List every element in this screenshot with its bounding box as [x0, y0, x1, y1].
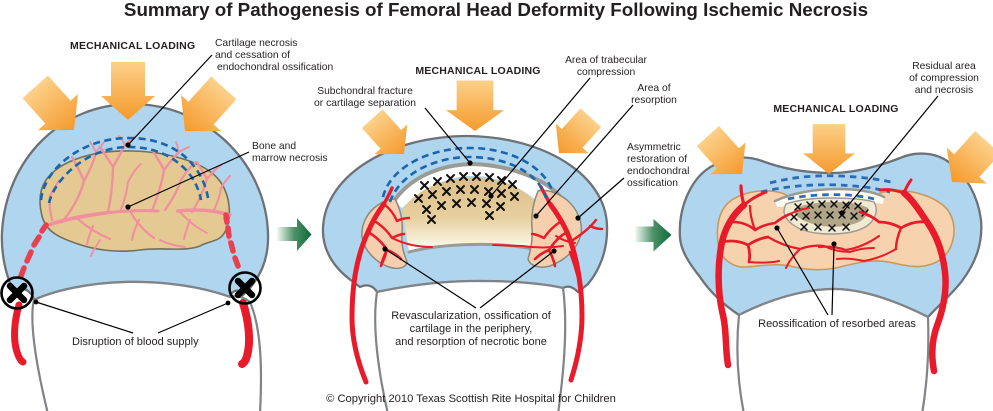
svg-text:Revascularization, ossificatio: Revascularization, ossification of: [391, 310, 552, 322]
svg-text:Subchondral fracture: Subchondral fracture: [317, 86, 413, 97]
svg-text:Cartilage necrosis: Cartilage necrosis: [215, 38, 297, 49]
svg-text:restoration of: restoration of: [627, 154, 687, 165]
svg-text:Asymmetric: Asymmetric: [627, 142, 681, 153]
svg-text:or cartilage separation: or cartilage separation: [314, 98, 416, 109]
svg-text:Area of trabecular: Area of trabecular: [565, 55, 647, 66]
svg-text:Reossification of resorbed are: Reossification of resorbed areas: [758, 318, 916, 330]
svg-text:of compression: of compression: [909, 73, 979, 84]
svg-text:and necrosis: and necrosis: [915, 85, 973, 96]
svg-text:MECHANICAL LOADING: MECHANICAL LOADING: [70, 40, 195, 52]
svg-text:© Copyright 2010 Texas Scottis: © Copyright 2010 Texas Scottish Rite Hos…: [326, 393, 616, 405]
svg-text:Disruption of blood supply: Disruption of blood supply: [72, 336, 199, 348]
svg-text:and cessation of: and cessation of: [215, 50, 290, 61]
svg-text:and resorption of necrotic bon: and resorption of necrotic bone: [395, 336, 547, 348]
svg-text:marrow necrosis: marrow necrosis: [252, 153, 328, 164]
svg-text:compression: compression: [577, 67, 636, 78]
svg-text:Area of: Area of: [637, 83, 670, 94]
svg-text:endochondral: endochondral: [627, 166, 689, 177]
svg-text:Residual area: Residual area: [912, 61, 976, 72]
svg-text:resorption: resorption: [631, 95, 677, 106]
svg-text:MECHANICAL LOADING: MECHANICAL LOADING: [773, 103, 898, 115]
svg-text:Summary of Pathogenesis of Fem: Summary of Pathogenesis of Femoral Head …: [124, 0, 868, 20]
svg-text:Bone and: Bone and: [252, 141, 296, 152]
svg-text:cartilage in the periphery,: cartilage in the periphery,: [410, 323, 533, 335]
svg-text:MECHANICAL LOADING: MECHANICAL LOADING: [415, 65, 540, 77]
svg-text:endochondral ossification: endochondral ossification: [217, 62, 333, 73]
svg-text:ossification: ossification: [627, 178, 678, 189]
